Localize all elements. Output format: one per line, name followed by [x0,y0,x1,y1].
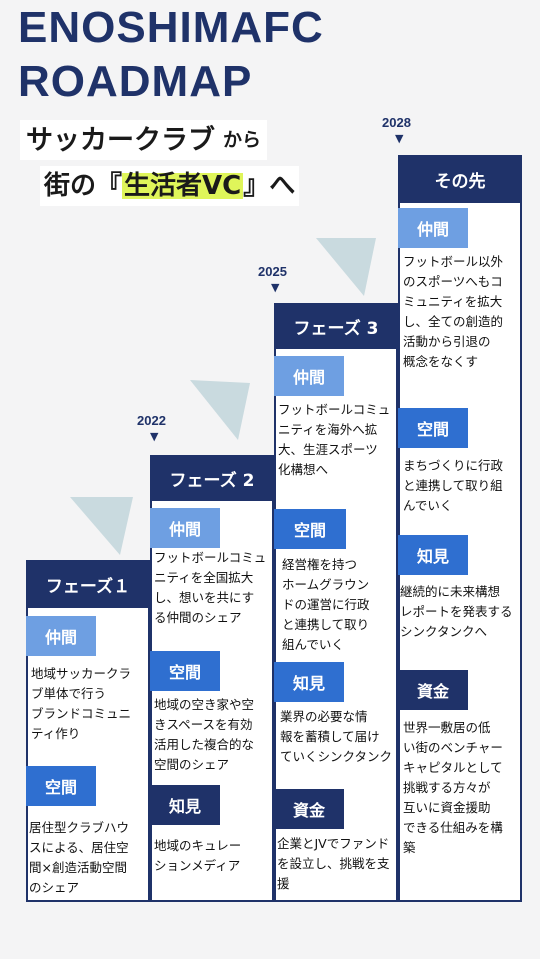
triangle-decoration-3 [316,238,376,296]
phase-3-text-nakama: フットボールコミュ ニティを海外へ拡 大、生涯スポーツ 化構想へ [278,402,391,477]
phase-3-text-chiken: 業界の必要な情 報を蓄積して届け ていくシンクタンク [280,709,393,764]
year-2022-arrow-icon: ▼ [150,430,159,443]
phase-2-tag-nakama: 仲間 [150,508,220,548]
subtitle-city: 街の『 [44,171,123,201]
beyond-column [398,155,522,902]
beyond-text-shikin: 世界一敷居の低 い街のベンチャー キャピタルとして 挑戦する方々が 互いに資金援… [403,720,503,855]
beyond-tag-nakama: 仲間 [398,208,468,248]
year-2022: 2022 [137,413,166,428]
phase-1-text-kukan: 居住型クラブハウ スによる、居住空 間×創造活動空間 のシェア [29,820,130,895]
subtitle-line-2: 街の『生活者VC』へ [40,166,300,206]
phase-3-text-shikin: 企業とJVでファンド を設立し、挑戦を支 援 [277,836,390,891]
phase-1-tag-kukan: 空間 [26,766,96,806]
triangle-decoration-2 [190,380,250,440]
beyond-tag-kukan: 空間 [398,408,468,448]
phase-2-tag-chiken: 知見 [150,785,220,825]
phase-3-tag-shikin: 資金 [274,789,344,829]
phase-3-tag-chiken: 知見 [274,662,344,702]
phase-1-header: フェーズ１ [26,560,150,608]
subtitle-line-1: サッカークラブ から [20,120,268,160]
year-2025: 2025 [258,264,287,279]
beyond-text-chiken: 継続的に未来構想 レポートを発表する シンクタンクへ [400,584,513,639]
phase-2-text-kukan: 地域の空き家や空 きスペースを有効 活用した複合的な 空間のシェア [154,697,255,772]
beyond-header: その先 [398,155,522,203]
phase-2-text-nakama: フットボールコミュ ニティを全国拡大 し、想いを共にす る仲間のシェア [154,550,267,625]
beyond-tag-shikin: 資金 [398,670,468,710]
roadmap-title-line-1: ENOSHIMAFC [18,3,324,52]
phase-2-header: フェーズ 2 [150,455,274,501]
year-2028: 2028 [382,115,411,130]
phase-1-text-nakama: 地域サッカークラ ブ単体で行う ブランドコミュニ ティ作り [31,666,132,741]
beyond-text-nakama: フットボール以外 のスポーツへもコ ミュニティを拡大 し、全ての創造的 活動から… [403,254,504,369]
phase-3-header: フェーズ 3 [274,303,398,349]
subtitle-highlight: 生活者VC [122,171,244,201]
triangle-decoration-1 [70,497,133,555]
beyond-tag-chiken: 知見 [398,535,468,575]
phase-2-tag-kukan: 空間 [150,651,220,691]
roadmap-title-line-2: ROADMAP [18,57,253,106]
subtitle-club: サッカークラブ [26,124,215,156]
subtitle-to: 』へ [243,171,296,201]
phase-3-tag-nakama: 仲間 [274,356,344,396]
phase-3-text-kukan: 経営権を持つ ホームグラウン ドの運営に行政 と連携して取り 組んでいく [282,557,370,652]
phase-1-tag-nakama: 仲間 [26,616,96,656]
year-2025-arrow-icon: ▼ [271,281,280,294]
beyond-text-kukan: まちづくりに行政 と連携して取り組 んでいく [403,458,504,513]
phase-2-text-chiken: 地域のキュレー ションメディア [154,838,242,873]
year-2028-arrow-icon: ▼ [395,132,404,145]
subtitle-from: から [223,128,262,151]
phase-3-tag-kukan: 空間 [274,509,346,549]
